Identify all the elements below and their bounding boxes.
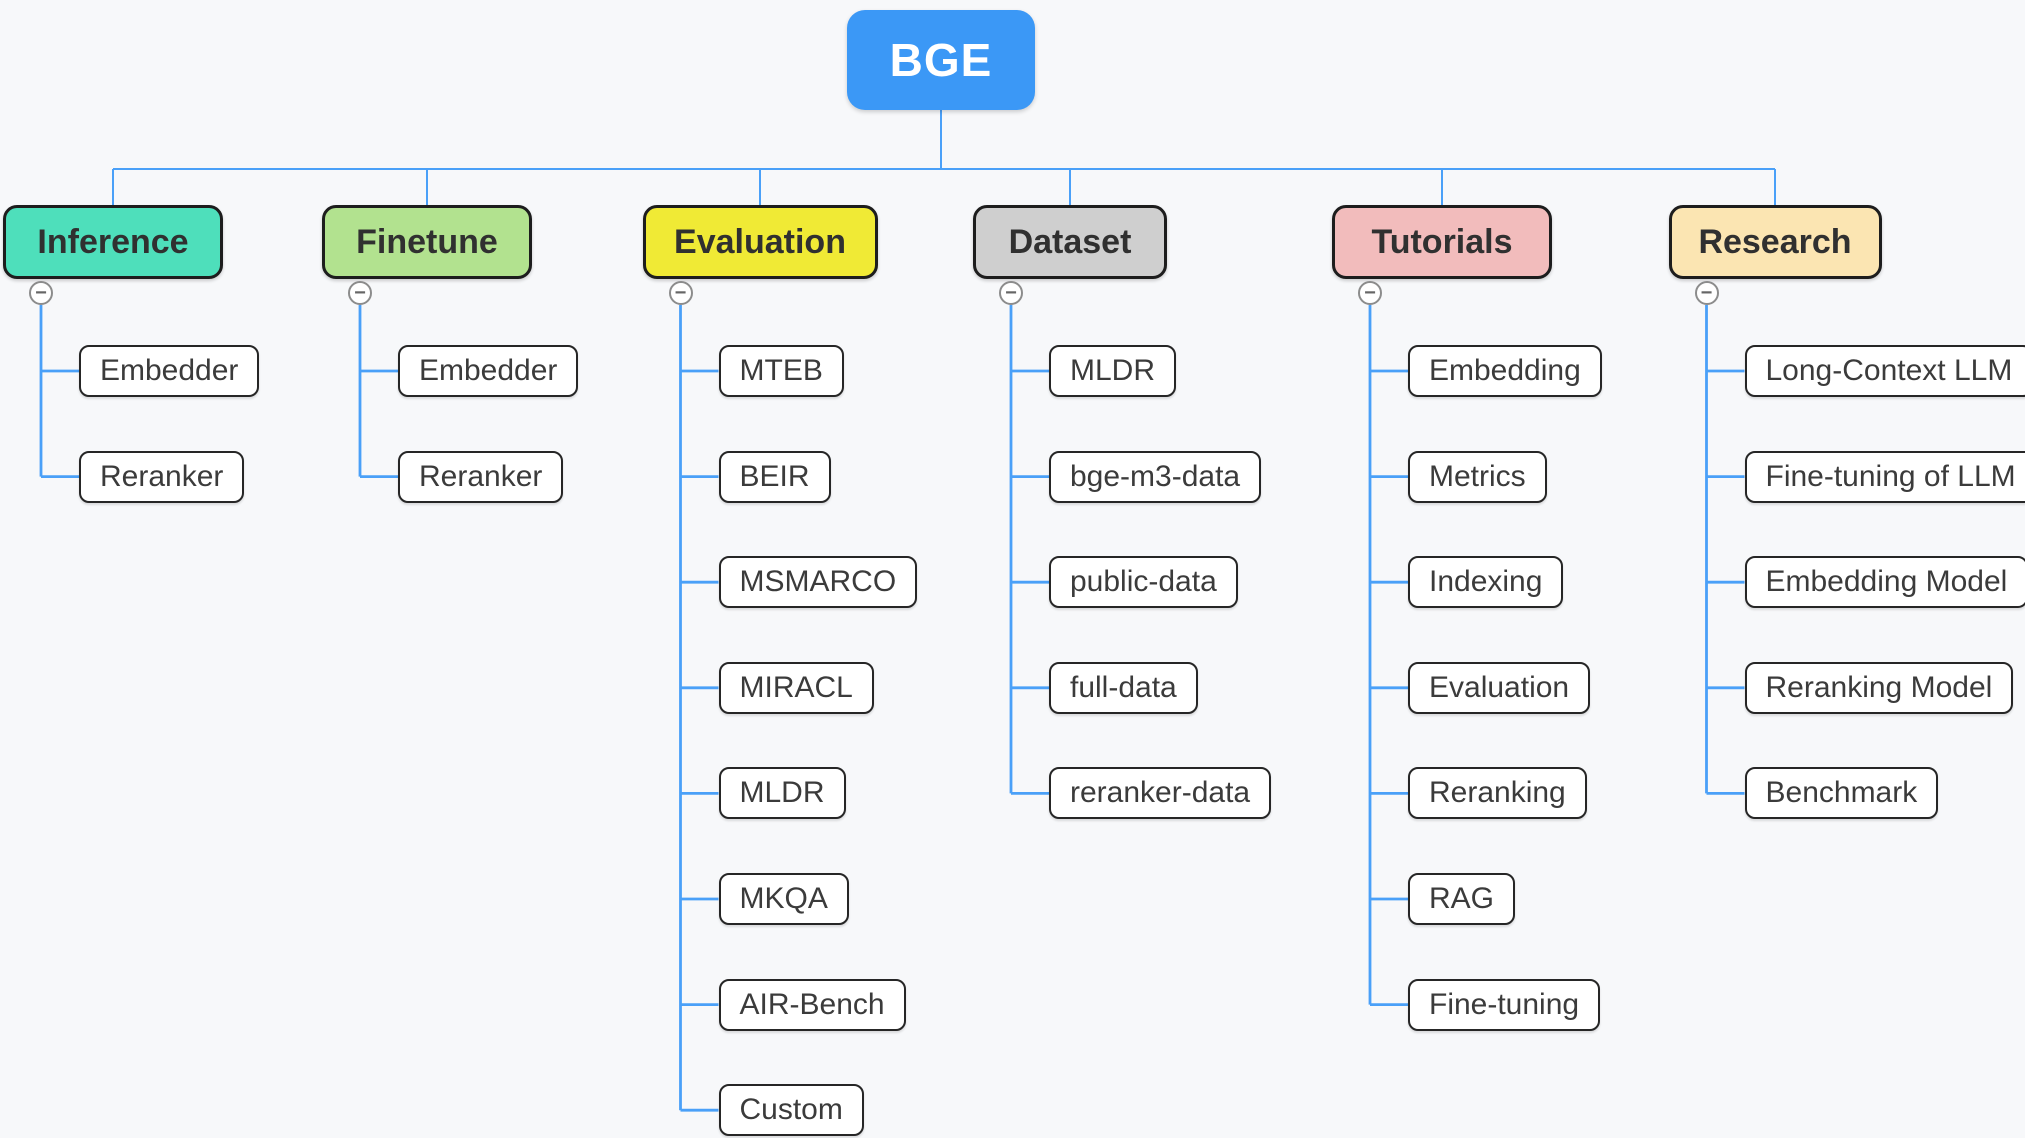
child-node-miracl[interactable]: MIRACL (718, 661, 874, 714)
child-node-reranking-model[interactable]: Reranking Model (1744, 661, 2014, 714)
child-node-reranker-data[interactable]: reranker-data (1049, 767, 1272, 820)
child-node-embedder[interactable]: Embedder (79, 345, 260, 397)
child-node-beir[interactable]: BEIR (718, 450, 831, 503)
child-node-mteb[interactable]: MTEB (718, 345, 844, 397)
child-node-benchmark[interactable]: Benchmark (1744, 767, 1939, 820)
branch-node-research[interactable]: Research (1668, 205, 1882, 279)
child-node-rag[interactable]: RAG (1408, 873, 1516, 925)
child-node-custom[interactable]: Custom (718, 1084, 864, 1137)
child-node-mldr[interactable]: MLDR (718, 767, 846, 820)
collapse-minus-icon[interactable]: − (1358, 281, 1382, 305)
root-node-bge[interactable]: BGE (847, 10, 1035, 110)
branch-node-evaluation[interactable]: Evaluation (642, 205, 878, 279)
child-node-reranker[interactable]: Reranker (79, 450, 245, 503)
child-node-fine-tuning[interactable]: Fine-tuning (1408, 978, 1601, 1031)
branch-node-tutorials[interactable]: Tutorials (1332, 205, 1552, 279)
child-node-reranking[interactable]: Reranking (1408, 767, 1587, 820)
child-node-air-bench[interactable]: AIR-Bench (718, 978, 906, 1031)
collapse-minus-icon[interactable]: − (29, 281, 53, 305)
child-node-fine-tuning-of-llm[interactable]: Fine-tuning of LLM (1744, 450, 2025, 503)
child-node-metrics[interactable]: Metrics (1408, 450, 1547, 503)
child-node-full-data[interactable]: full-data (1049, 661, 1198, 714)
child-node-mldr[interactable]: MLDR (1049, 345, 1177, 397)
collapse-minus-icon[interactable]: − (999, 281, 1023, 305)
collapse-minus-icon[interactable]: − (348, 281, 372, 305)
child-node-long-context-llm[interactable]: Long-Context LLM (1744, 345, 2025, 397)
child-node-indexing[interactable]: Indexing (1408, 556, 1564, 609)
branch-node-dataset[interactable]: Dataset (973, 205, 1167, 279)
collapse-minus-icon[interactable]: − (1694, 281, 1719, 305)
branch-node-finetune[interactable]: Finetune (322, 205, 532, 279)
child-node-embedding[interactable]: Embedding (1408, 345, 1602, 397)
branch-node-inference[interactable]: Inference (3, 205, 223, 279)
child-node-msmarco[interactable]: MSMARCO (718, 556, 918, 609)
child-node-public-data[interactable]: public-data (1049, 556, 1238, 609)
child-node-embedding-model[interactable]: Embedding Model (1744, 556, 2025, 609)
child-node-evaluation[interactable]: Evaluation (1408, 661, 1591, 714)
child-node-reranker[interactable]: Reranker (398, 450, 564, 503)
child-node-mkqa[interactable]: MKQA (718, 873, 849, 925)
child-node-bge-m3-data[interactable]: bge-m3-data (1049, 450, 1262, 503)
child-node-embedder[interactable]: Embedder (398, 345, 579, 397)
collapse-minus-icon[interactable]: − (668, 281, 693, 305)
